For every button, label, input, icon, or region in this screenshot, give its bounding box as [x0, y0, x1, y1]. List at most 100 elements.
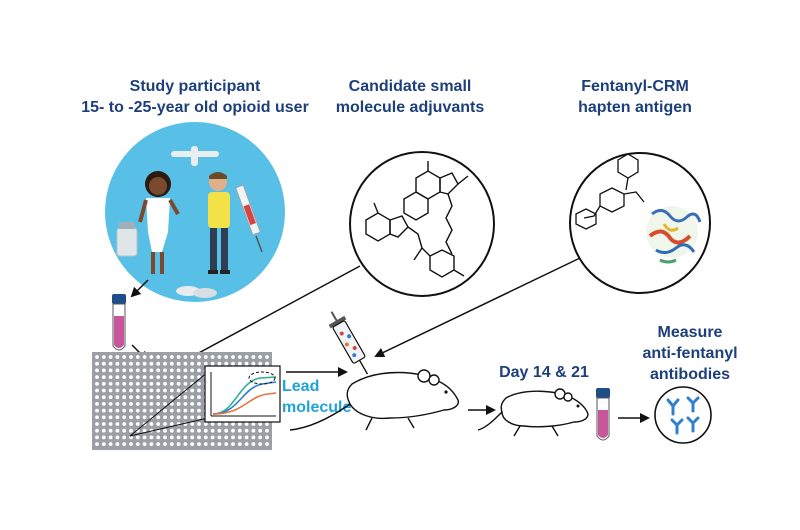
plate-well — [142, 442, 147, 446]
plate-well — [108, 375, 113, 379]
plate-well — [149, 355, 154, 359]
plate-well — [203, 428, 208, 433]
plate-well — [183, 428, 188, 433]
plate-well — [156, 361, 161, 366]
plate-well — [224, 355, 229, 359]
plate-well — [142, 361, 147, 366]
plate-well — [149, 368, 154, 373]
plate-well — [231, 422, 235, 426]
antigen-line2: hapten antigen — [578, 99, 692, 116]
plate-well — [108, 408, 113, 413]
plate-well — [237, 435, 242, 440]
plate-well — [156, 388, 161, 393]
plate-well — [163, 388, 167, 393]
plate-well — [122, 368, 127, 373]
adjuvants-line1: Candidate small — [348, 78, 472, 95]
plate-well — [115, 415, 120, 420]
plate-well — [95, 422, 99, 426]
plate-well — [122, 388, 127, 393]
lead-line2: molecule — [282, 399, 352, 416]
plate-well — [115, 375, 120, 379]
plate-well — [169, 422, 174, 426]
plate-well — [224, 361, 229, 366]
plate-well — [183, 361, 188, 366]
plate-well — [122, 435, 127, 440]
plate-well — [149, 388, 154, 393]
plate-well — [169, 435, 174, 440]
plate-well — [122, 375, 127, 379]
plate-well — [169, 375, 174, 379]
plate-well — [176, 442, 181, 446]
plate-well — [129, 415, 133, 420]
plate-well — [149, 435, 154, 440]
plate-well — [163, 361, 167, 366]
plate-well — [190, 388, 195, 393]
plate-well — [237, 442, 242, 446]
plate-well — [95, 368, 99, 373]
plate-well — [265, 355, 269, 359]
plate-well — [156, 395, 161, 400]
plate-well — [149, 422, 154, 426]
plate-well — [197, 368, 201, 373]
plate-well — [149, 361, 154, 366]
plate-well — [129, 388, 133, 393]
plate-well — [217, 435, 222, 440]
plate-well — [190, 361, 195, 366]
plate-well — [122, 395, 127, 400]
plate-well — [101, 395, 106, 400]
plate-well — [156, 381, 161, 386]
plate-well — [190, 375, 195, 379]
plate-well — [183, 368, 188, 373]
plate-well — [129, 395, 133, 400]
plate-well — [169, 381, 174, 386]
plate-well — [190, 395, 195, 400]
plate-well — [224, 442, 229, 446]
plate-well — [149, 408, 154, 413]
plate-well — [115, 402, 120, 406]
plate-well — [210, 442, 215, 446]
plate-well — [237, 422, 242, 426]
plate-well — [101, 442, 106, 446]
plate-well — [129, 368, 133, 373]
plate-well — [203, 442, 208, 446]
participant-subtitle: 15- to -25-year old opioid user — [81, 99, 309, 116]
dose-response-chart-icon — [204, 365, 281, 423]
plate-well — [122, 442, 127, 446]
plate-well — [210, 435, 215, 440]
plate-well — [135, 402, 140, 406]
plate-well — [142, 381, 147, 386]
plate-well — [108, 355, 113, 359]
plate-well — [122, 361, 127, 366]
plate-well — [135, 368, 140, 373]
plate-well — [108, 442, 113, 446]
timepoint-text: Day 14 & 21 — [499, 364, 589, 381]
plate-well — [95, 442, 99, 446]
plate-well — [156, 368, 161, 373]
plate-well — [231, 442, 235, 446]
plate-well — [122, 415, 127, 420]
plate-well — [135, 355, 140, 359]
plate-well — [210, 428, 215, 433]
plate-well — [251, 361, 256, 366]
plate-well — [176, 375, 181, 379]
plate-well — [135, 361, 140, 366]
plate-well — [217, 428, 222, 433]
plate-well — [197, 381, 201, 386]
plate-well — [176, 395, 181, 400]
adjuvant-molecule-icon — [349, 151, 495, 297]
plate-well — [135, 442, 140, 446]
plate-well — [142, 388, 147, 393]
plate-well — [197, 415, 201, 420]
plate-well — [101, 381, 106, 386]
plate-well — [101, 428, 106, 433]
plate-well — [183, 395, 188, 400]
plate-well — [231, 428, 235, 433]
plate-well — [163, 422, 167, 426]
plate-well — [129, 402, 133, 406]
antigen-line1: Fentanyl-CRM — [581, 78, 689, 95]
plate-well — [197, 361, 201, 366]
plate-well — [149, 395, 154, 400]
plate-well — [176, 408, 181, 413]
plate-well — [122, 381, 127, 386]
plate-well — [183, 375, 188, 379]
